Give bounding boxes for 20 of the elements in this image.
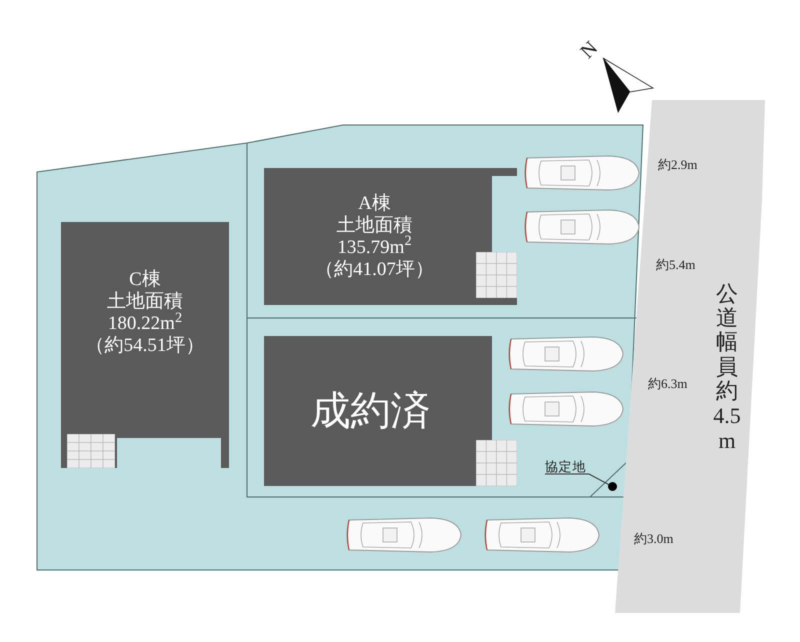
leader-line <box>544 474 610 485</box>
road-width-text: 4.5 <box>713 402 741 428</box>
north-label: N <box>577 38 602 62</box>
building-info-text: 土地面積 <box>336 214 412 236</box>
dimension-label: 約2.9m <box>658 158 698 171</box>
public-road <box>612 100 768 613</box>
road-width-text: m <box>718 428 736 454</box>
building-info-text: （約54.51坪） <box>86 335 204 357</box>
building-info-text: （約41.07坪） <box>315 258 434 280</box>
building-info-text: 135.79m$^{2}$ <box>337 236 412 258</box>
dimension-label: 約6.3m <box>648 377 688 390</box>
dimension-label: 約5.4m <box>656 258 696 271</box>
status-label: 成約済 <box>310 391 430 431</box>
road-width-text: 公道幅員約 <box>716 282 738 403</box>
dimension-label: 約3.0m <box>634 532 674 545</box>
area-label: 協定地 <box>545 459 586 474</box>
building-info-text: C棟 <box>129 269 161 291</box>
building-info-text: 土地面積 <box>107 291 183 312</box>
building-info-text: A棟 <box>358 192 391 214</box>
building-info-text: 180.22m$^{2}$ <box>108 313 182 335</box>
